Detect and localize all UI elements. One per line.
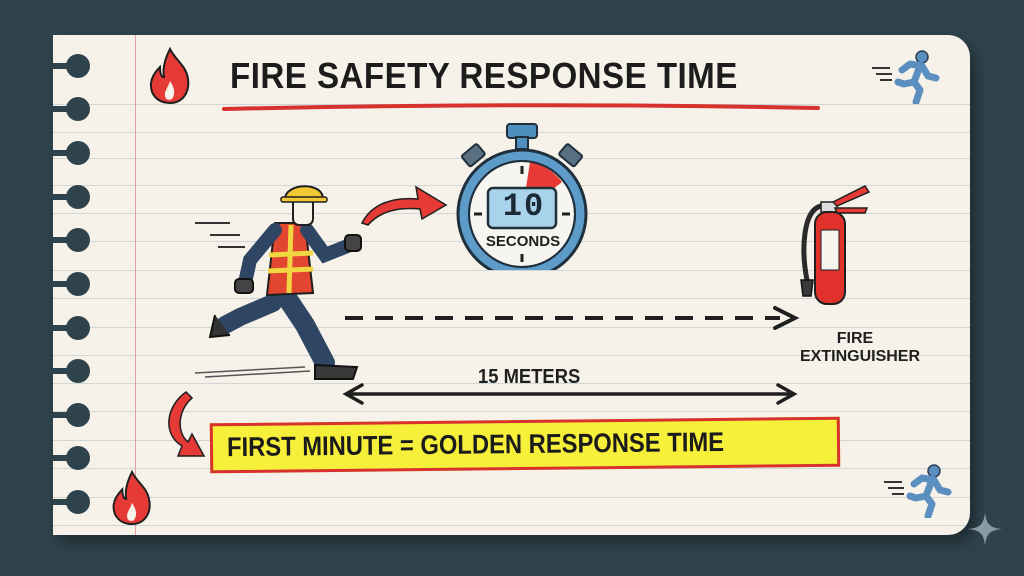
title-underline (222, 103, 820, 111)
stopwatch-unit: SECONDS (485, 233, 561, 250)
golden-response-callout: FIRST MINUTE = GOLDEN RESPONSE TIME (209, 416, 841, 474)
ruled-line (53, 497, 970, 498)
binder-hole (53, 272, 93, 296)
page-title: FIRE SAFETY RESPONSE TIME (230, 55, 738, 96)
flame-icon (149, 47, 190, 105)
stopwatch-value: 10 (502, 188, 546, 225)
firefighter-illustration (194, 185, 362, 380)
binder-hole (53, 446, 93, 470)
binder-hole (53, 54, 93, 78)
binder-hole (53, 490, 93, 514)
binder-hole (53, 141, 93, 165)
distance-arrow (342, 383, 798, 405)
binder-hole (53, 185, 93, 209)
ruled-line (53, 525, 970, 526)
binder-hole (53, 359, 93, 383)
ruled-line (53, 355, 970, 356)
ruled-line (53, 270, 970, 271)
margin-line (135, 35, 136, 535)
callout-text: FIRST MINUTE = GOLDEN RESPONSE TIME (226, 426, 725, 463)
binder-hole (53, 316, 93, 340)
distance-label: 15 METERS (478, 366, 581, 388)
running-person-icon (884, 464, 952, 518)
curved-arrow-icon (360, 185, 448, 226)
binder-hole (53, 228, 93, 252)
extinguisher-label: FIRE EXTINGUISHER (800, 330, 921, 366)
ruled-line (53, 411, 970, 412)
binder-hole (53, 97, 93, 121)
flame-icon (112, 470, 151, 526)
extinguisher-label-line1: FIRE (836, 330, 874, 347)
running-person-icon (872, 50, 940, 104)
extinguisher-label-line2: EXTINGUISHER (800, 348, 921, 365)
ruled-line (53, 298, 970, 299)
fire-extinguisher-icon (800, 185, 871, 305)
binder-hole (53, 403, 93, 427)
ruled-line (53, 327, 970, 328)
stopwatch-icon (456, 123, 588, 270)
sparkle-icon (968, 512, 1002, 546)
ruled-line (53, 383, 970, 384)
dashed-path-arrow (345, 306, 800, 330)
curved-arrow-icon (168, 391, 206, 457)
